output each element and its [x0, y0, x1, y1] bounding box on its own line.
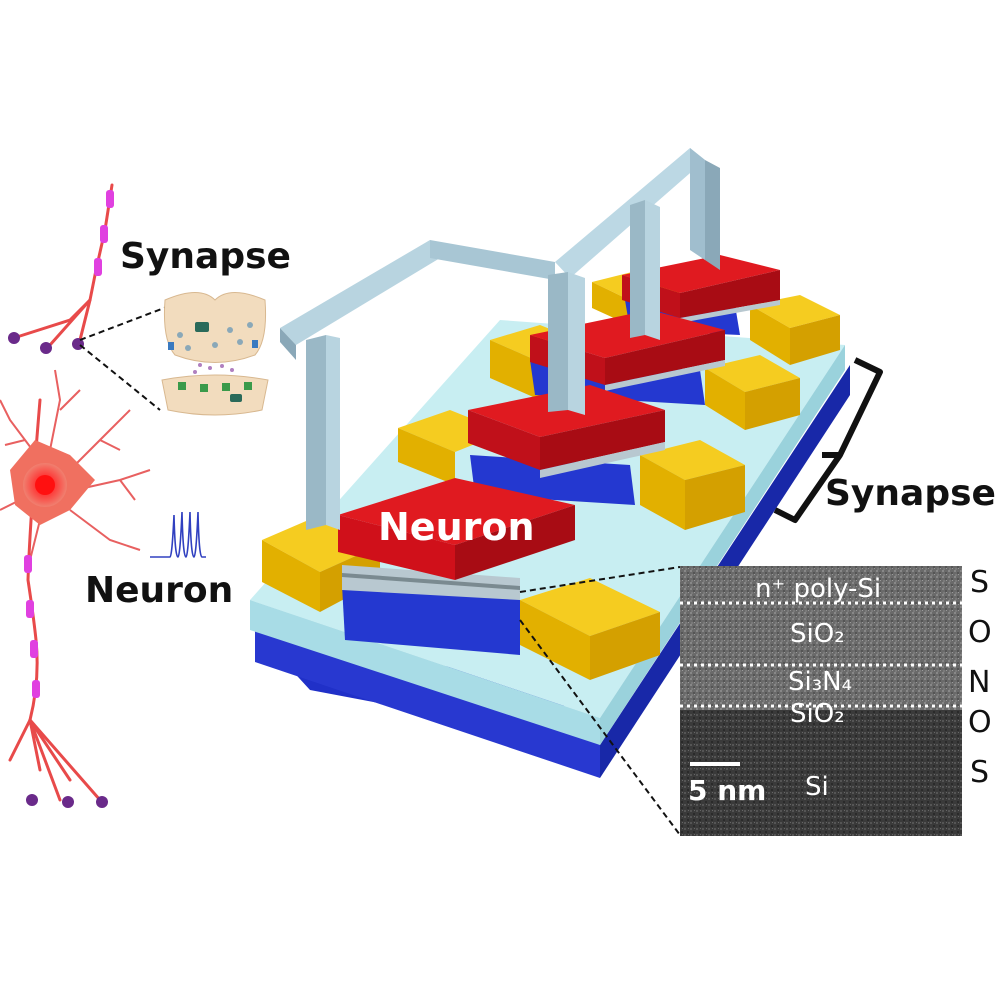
biological-neuron-illustration [0, 183, 206, 808]
neuron-label-device: Neuron [378, 505, 535, 549]
sonos-letter-3: N [968, 665, 990, 700]
sonos-letter-2: O [968, 615, 992, 650]
spike-train-icon [150, 511, 206, 558]
synapse-bracket [773, 357, 883, 523]
tem-cross-section: n⁺ poly-Si SiO₂ Si₃N₄ SiO₂ Si 5 nm [680, 566, 962, 836]
synapse-label-right: Synapse [825, 473, 996, 514]
neuron-cell [262, 478, 660, 680]
synapse-label-left: Synapse [120, 236, 291, 277]
device-stack [250, 148, 850, 778]
tem-layer-3: Si₃N₄ [788, 667, 852, 697]
tem-layer-4: SiO₂ [790, 699, 845, 729]
tem-layer-2: SiO₂ [790, 619, 845, 649]
interconnect-wire [280, 148, 720, 530]
synapse-zoom-callout [79, 292, 269, 416]
sonos-letter-4: O [968, 705, 992, 740]
scale-bar-label: 5 nm [688, 774, 766, 807]
myelin-segments [24, 190, 114, 698]
sonos-letter-1: S [970, 565, 989, 600]
sonos-letter-5: S [970, 755, 989, 790]
tem-layer-5: Si [805, 772, 829, 802]
tem-layer-1: n⁺ poly-Si [755, 574, 881, 604]
sonos-letters: S O N O S [968, 565, 992, 790]
neuron-label-left: Neuron [85, 570, 233, 611]
